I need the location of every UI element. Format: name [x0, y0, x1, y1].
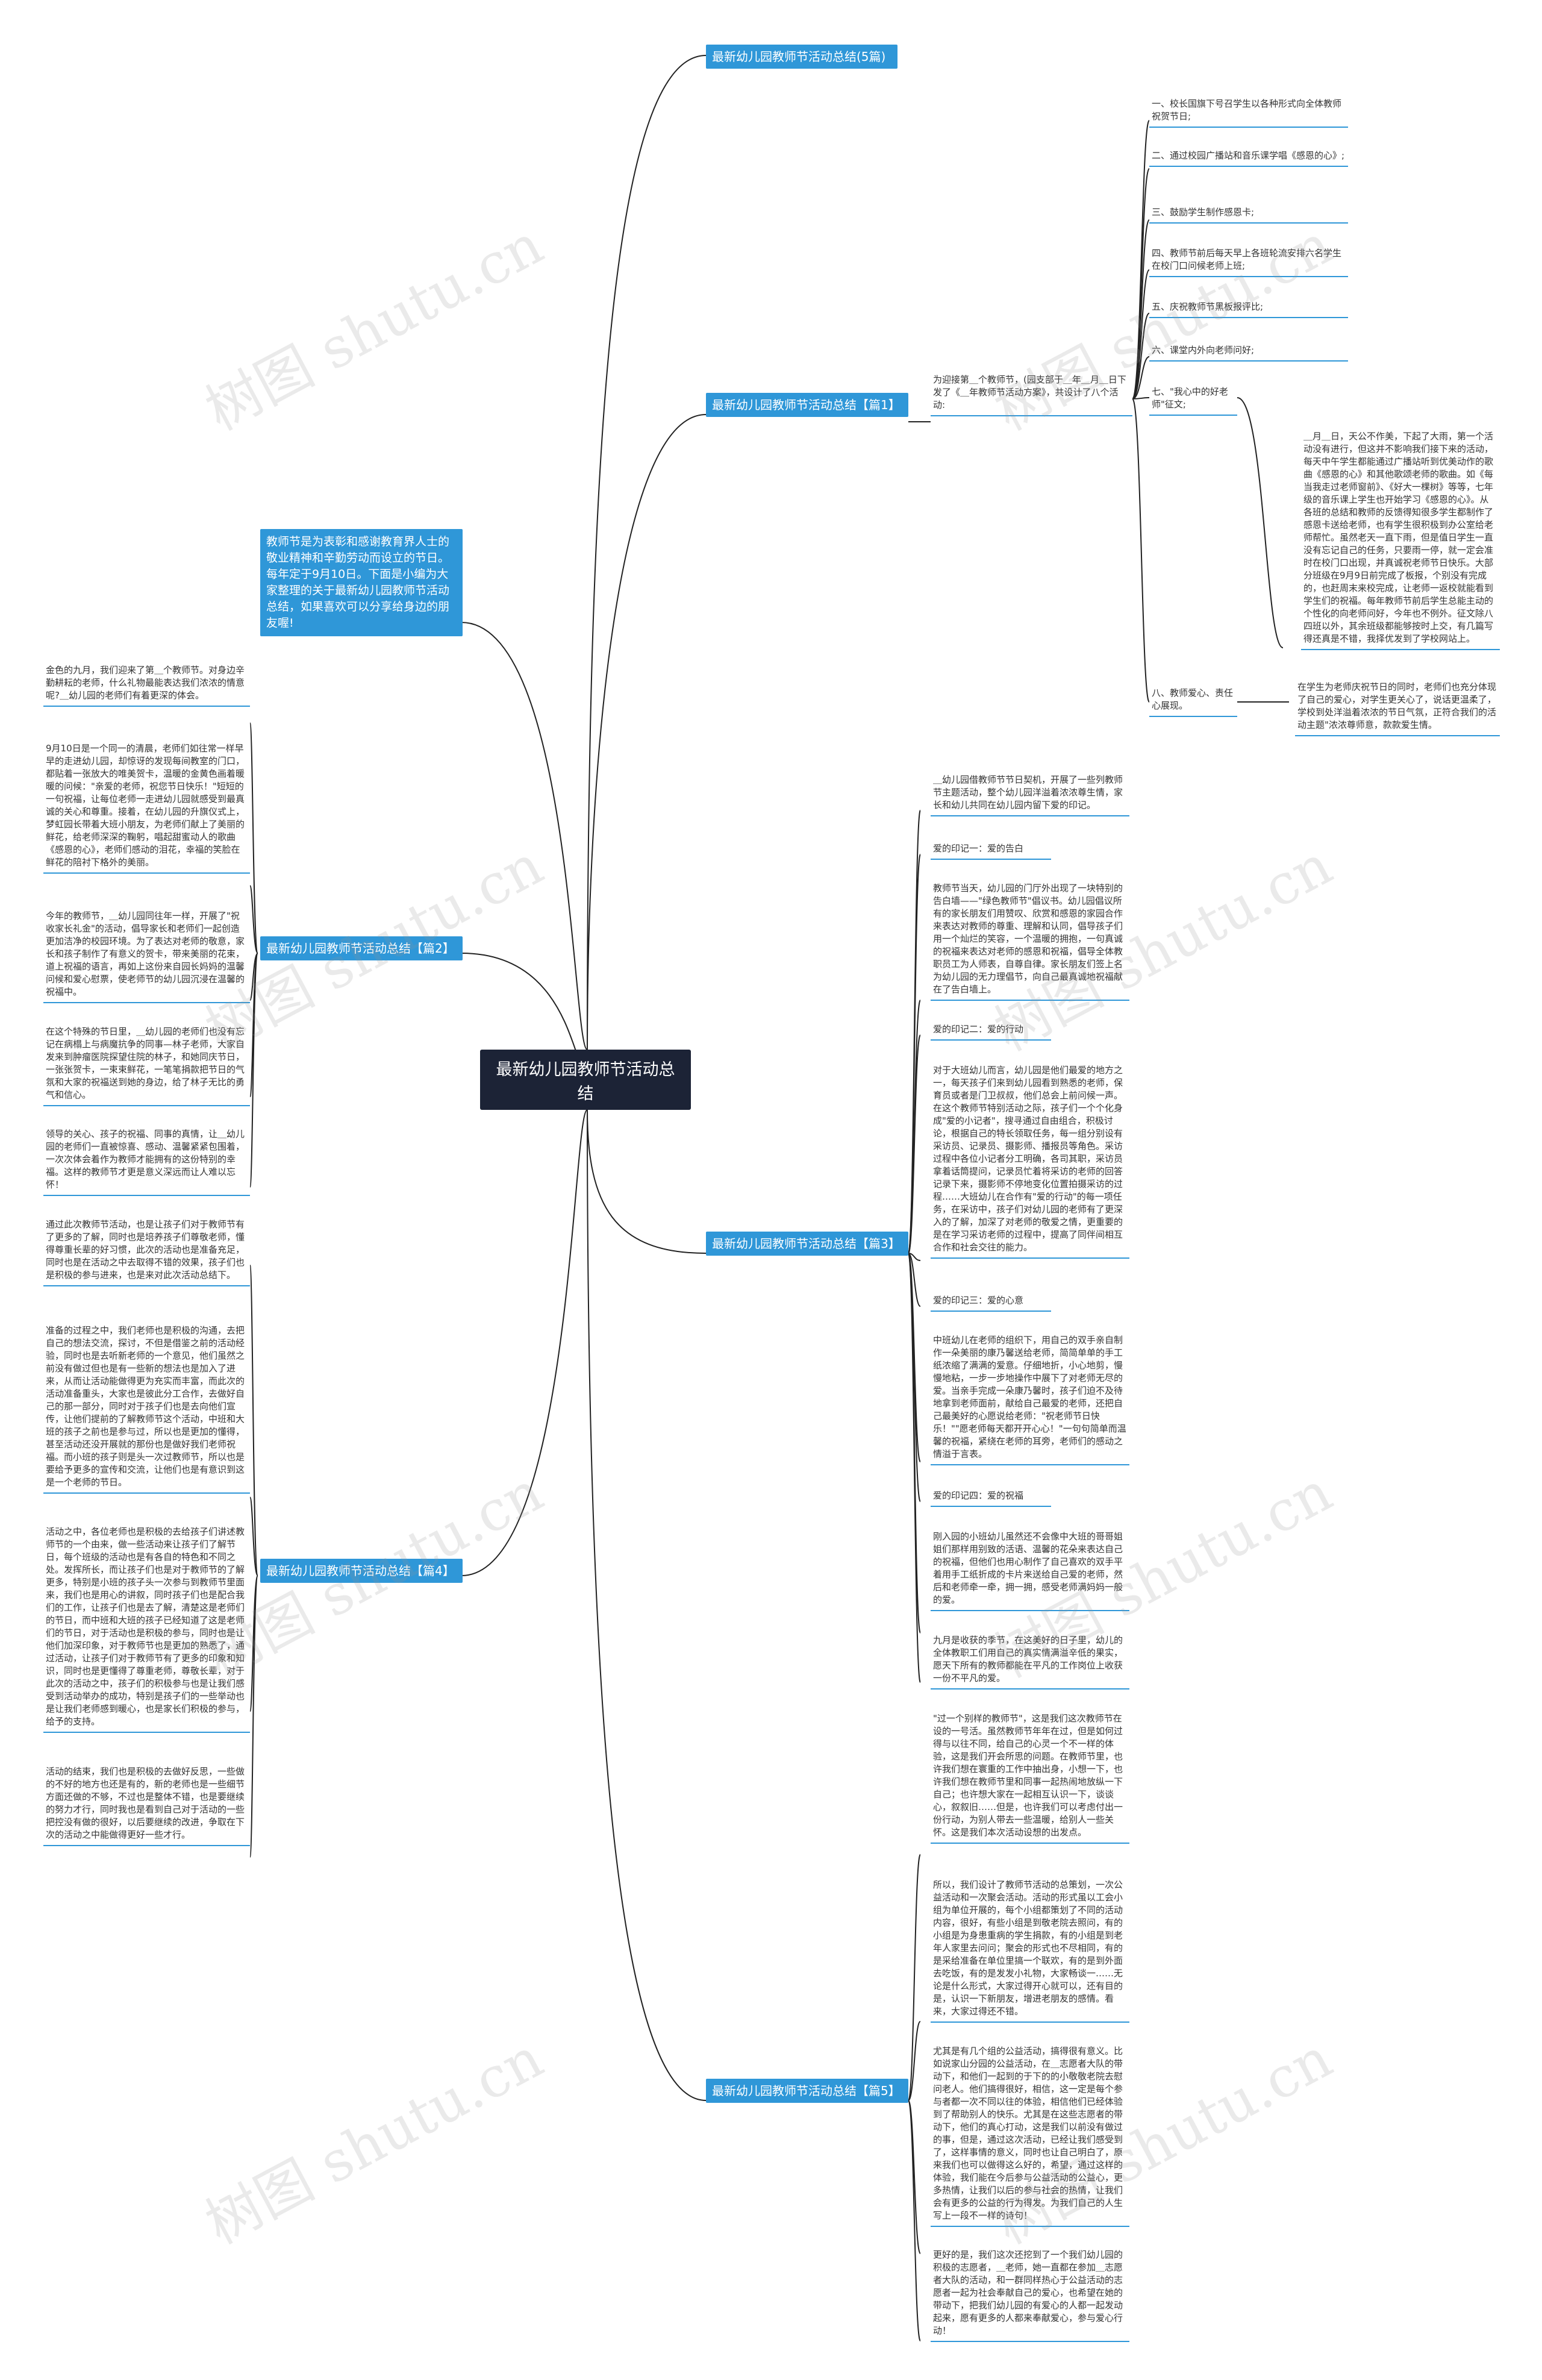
p3-heading: 爱的印记四：爱的祝福 — [931, 1488, 1051, 1507]
branch-p4[interactable]: 最新幼儿园教师节活动总结【篇4】 — [260, 1559, 463, 1583]
branch-p1[interactable]: 最新幼儿园教师节活动总结【篇1】 — [706, 393, 908, 417]
p2-paragraph: 领导的关心、孩子的祝福、同事的真情，让＿幼儿园的老师们一直被惊喜、感动、温馨紧紧… — [43, 1127, 250, 1196]
p1-item: 八、教师爱心、责任心展现。 — [1149, 686, 1237, 717]
branch-label: 最新幼儿园教师节活动总结(5篇) — [712, 49, 886, 64]
p5-paragraph: "过一个别样的教师节"，这是我们这次教师节在设的一号活。虽然教师节年年在过，但是… — [931, 1711, 1129, 1844]
p4-paragraph: 准备的过程之中，我们老师也是积极的沟通，去把自己的想法交流，探讨，不但是借鉴之前… — [43, 1323, 250, 1494]
p5-paragraph: 更好的是，我们这次还挖到了一个我们幼儿园的积极的志愿者，＿老师，她一直都在参加＿… — [931, 2247, 1129, 2342]
branch-p3[interactable]: 最新幼儿园教师节活动总结【篇3】 — [706, 1232, 908, 1256]
p1-item: 五、庆祝教师节黑板报评比; — [1149, 299, 1348, 318]
p4-paragraph: 活动之中，各位老师也是积极的去给孩子们讲述教师节的一个由来，做一些活动来让孩子们… — [43, 1524, 250, 1733]
p3-paragraph: 九月是收获的季节，在这美好的日子里，幼儿的全体教职工们用自己的真实情满溢辛低的果… — [931, 1633, 1129, 1689]
branch-main-title[interactable]: 最新幼儿园教师节活动总结(5篇) — [706, 45, 897, 69]
p3-intro: ＿幼儿园借教师节节日契机，开展了一些列教师节主题活动，整个幼儿园洋溢着浓浓尊生情… — [931, 772, 1129, 816]
p3-heading: 爱的印记三：爱的心意 — [931, 1293, 1051, 1312]
p1-intro: 为迎接第＿个教师节，(园支部于＿年＿月＿日下发了《＿年教师节活动方案》，共设计了… — [931, 372, 1132, 416]
branch-label: 最新幼儿园教师节活动总结【篇2】 — [266, 941, 455, 956]
p2-paragraph: 金色的九月，我们迎来了第＿个教师节。对身边辛勤耕耘的老师，什么礼物最能表达我们浓… — [43, 663, 250, 707]
p1-item: 七、"我心中的好老师"征文; — [1149, 384, 1237, 416]
p1-item: 一、校长国旗下号召学生以各种形式向全体教师祝贺节日; — [1149, 96, 1348, 128]
p3-heading: 爱的印记二：爱的行动 — [931, 1022, 1051, 1041]
branch-p5[interactable]: 最新幼儿园教师节活动总结【篇5】 — [706, 2079, 908, 2103]
p4-paragraph: 通过此次教师节活动，也是让孩子们对于教师节有了更多的了解，同时也是培养孩子们尊敬… — [43, 1217, 250, 1286]
p2-paragraph: 9月10日是一个同一的清晨，老师们如往常一样早早的走进幼儿园，却惊讶的发现每间教… — [43, 741, 250, 874]
p2-paragraph: 在这个特殊的节日里，＿幼儿园的老师们也没有忘记在病榻上与病魔抗争的同事—林子老师… — [43, 1024, 250, 1106]
p3-heading: 爱的印记一：爱的告白 — [931, 841, 1051, 860]
branch-label: 最新幼儿园教师节活动总结【篇3】 — [712, 1236, 901, 1251]
intro-text: 教师节是为表彰和感谢教育界人士的敬业精神和辛勤劳动而设立的节日。每年定于9月10… — [266, 535, 450, 630]
p4-paragraph: 活动的结束，我们也是积极的去做好反思，一些做的不好的地方也还是有的，新的老师也是… — [43, 1764, 250, 1846]
branch-label: 最新幼儿园教师节活动总结【篇1】 — [712, 398, 901, 412]
p1-item: 三、鼓励学生制作感恩卡; — [1149, 205, 1348, 224]
p3-paragraph: 刚入园的小班幼儿虽然还不会像中大班的哥哥姐姐们那样用别致的活语、温馨的花朵来表达… — [931, 1529, 1129, 1611]
branch-p2[interactable]: 最新幼儿园教师节活动总结【篇2】 — [260, 936, 463, 960]
branch-label: 最新幼儿园教师节活动总结【篇5】 — [712, 2084, 901, 2098]
branch-label: 最新幼儿园教师节活动总结【篇4】 — [266, 1564, 455, 1578]
p1-sub8: 在学生为老师庆祝节日的同时，老师们也充分体现了自己的爱心，对学生更关心了，说话更… — [1295, 680, 1500, 736]
root-label: 最新幼儿园教师节活动总结 — [496, 1060, 675, 1103]
p5-paragraph: 尤其是有几个组的公益活动，搞得很有意义。比如说家山分园的公益活动，在＿志愿者大队… — [931, 2044, 1129, 2227]
root-topic[interactable]: 最新幼儿园教师节活动总结 — [480, 1050, 691, 1110]
p1-item: 四、教师节前后每天早上各班轮流安排六名学生在校门口问候老师上班; — [1149, 246, 1348, 277]
p3-paragraph: 中班幼儿在老师的组织下，用自己的双手亲自制作一朵美丽的康乃馨送给老师，简简单单的… — [931, 1333, 1129, 1465]
p3-paragraph: 教师节当天，幼儿园的门厅外出现了一块特别的告白墙——"绿色教师节"倡议书。幼儿园… — [931, 881, 1129, 1001]
p1-item: 六、课堂内外向老师问好; — [1149, 343, 1348, 362]
p5-paragraph: 所以，我们设计了教师节活动的总策划，一次公益活动和一次聚会活动。活动的形式虽以工… — [931, 1877, 1129, 2023]
p3-paragraph: 对于大班幼儿而言，幼儿园是他们最爱的地方之一，每天孩子们来到幼儿园看到熟悉的老师… — [931, 1063, 1129, 1259]
p1-item: 二、通过校园广播站和音乐课学唱《感恩的心》; — [1149, 148, 1348, 167]
intro-node[interactable]: 教师节是为表彰和感谢教育界人士的敬业精神和辛勤劳动而设立的节日。每年定于9月10… — [260, 529, 463, 636]
p1-sub7: ＿月＿日，天公不作美，下起了大雨，第一个活动没有进行，但这并不影响我们接下来的活… — [1301, 429, 1500, 650]
p2-paragraph: 今年的教师节，＿幼儿园同往年一样，开展了"祝收家长礼金"的活动，倡导家长和老师们… — [43, 909, 250, 1003]
